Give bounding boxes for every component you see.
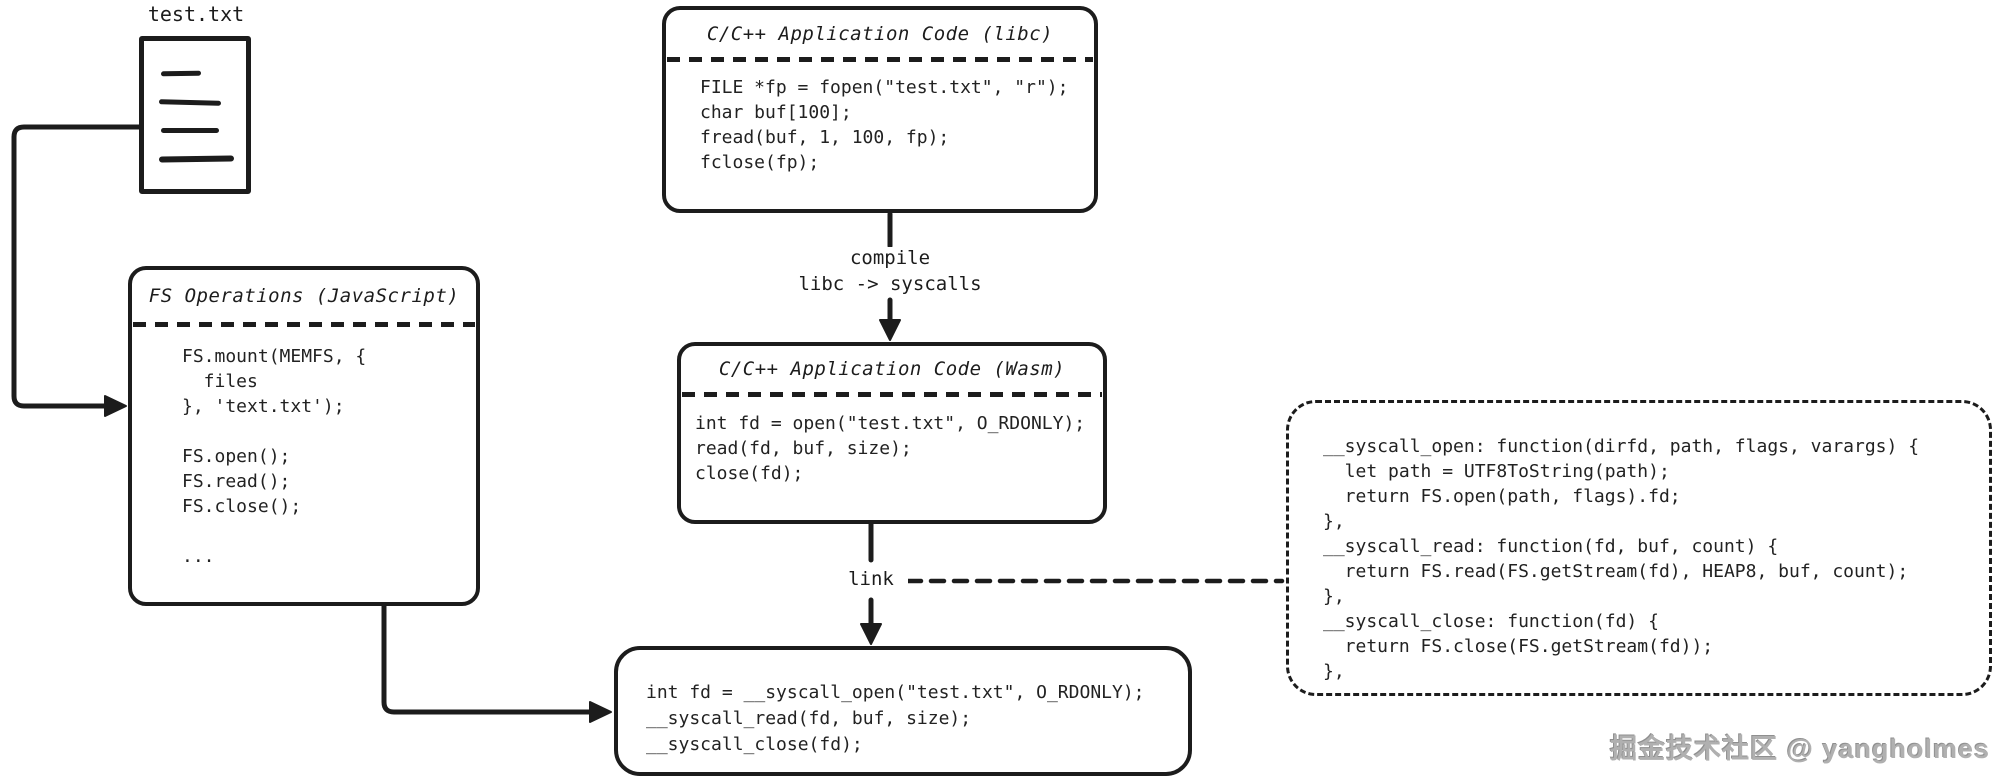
- link-label: link: [834, 568, 908, 590]
- wasm-box-title: C/C++ Application Code (Wasm): [718, 358, 1066, 380]
- fs-operations-box: FS Operations (JavaScript) FS.mount(MEMF…: [128, 266, 480, 606]
- file-icon: [139, 36, 251, 194]
- file-text-line: [160, 70, 202, 77]
- arrow-file-to-fs: [11, 124, 142, 409]
- arrowhead-fs-to-glue: [589, 701, 612, 723]
- fs-operations-box-separator: [133, 322, 475, 327]
- wasm-syscalls-box-code: int fd = __syscall_open("test.txt", O_RD…: [646, 682, 1145, 755]
- fs-operations-box-title: FS Operations (JavaScript): [148, 285, 460, 307]
- arrow-fs-to-glue: [381, 601, 593, 715]
- file-label: test.txt: [147, 2, 245, 26]
- wasm-syscalls-box: int fd = __syscall_open("test.txt", O_RD…: [614, 646, 1192, 776]
- libc-box: C/C++ Application Code (libc) FILE *fp =…: [662, 6, 1098, 213]
- syscall-implementation-box: __syscall_open: function(dirfd, path, fl…: [1286, 400, 1992, 696]
- arrowhead-link: [860, 623, 882, 645]
- syscall-implementation-code: __syscall_open: function(dirfd, path, fl…: [1323, 436, 1920, 682]
- compile-label: compile: [790, 247, 990, 269]
- arrowhead-file-to-fs: [104, 395, 127, 417]
- file-text-line: [158, 99, 222, 106]
- arrowhead-compile: [879, 319, 901, 341]
- watermark: 掘金技术社区 @ yangholmes: [1610, 734, 1990, 764]
- wasm-box: C/C++ Application Code (Wasm) int fd = o…: [677, 342, 1107, 524]
- compile-sublabel: libc -> syscalls: [780, 273, 1000, 295]
- libc-box-code: FILE *fp = fopen("test.txt", "r"); char …: [700, 77, 1069, 173]
- file-text-line: [161, 128, 219, 133]
- libc-box-title: C/C++ Application Code (libc): [706, 22, 1054, 45]
- libc-box-separator: [667, 57, 1093, 62]
- wasm-box-code: int fd = open("test.txt", O_RDONLY); rea…: [695, 413, 1086, 484]
- fs-operations-box-code: FS.mount(MEMFS, { files }, 'text.txt'); …: [182, 346, 367, 567]
- wasm-box-separator: [682, 392, 1102, 397]
- file-text-line: [158, 155, 235, 163]
